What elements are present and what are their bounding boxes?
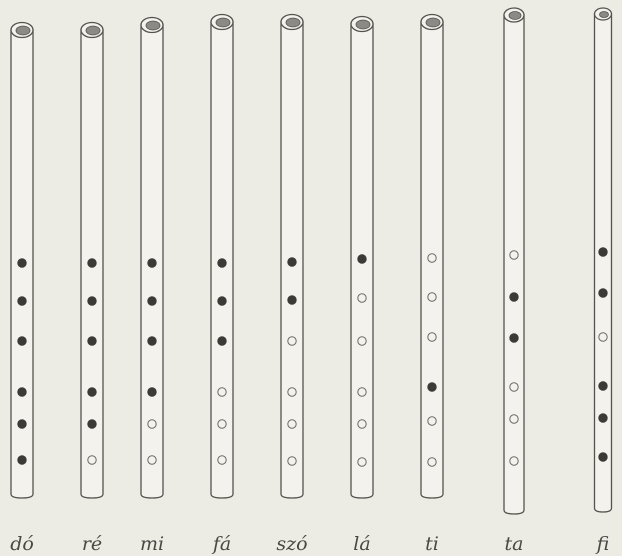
- open-hole: [288, 457, 296, 465]
- closed-hole: [148, 388, 157, 397]
- note-label: ré: [82, 533, 102, 555]
- closed-hole: [218, 259, 227, 268]
- pipe-3: mi: [140, 18, 164, 556]
- pipe-4: fá: [211, 15, 233, 556]
- closed-hole: [599, 382, 608, 391]
- closed-hole: [148, 337, 157, 346]
- closed-hole: [148, 259, 157, 268]
- pipe-bore: [600, 12, 609, 18]
- open-hole: [358, 388, 366, 396]
- pipe-bore: [86, 26, 100, 35]
- open-hole: [510, 383, 518, 391]
- closed-hole: [18, 297, 27, 306]
- open-hole: [599, 333, 607, 341]
- closed-hole: [18, 456, 27, 465]
- open-hole: [218, 388, 226, 396]
- closed-hole: [88, 297, 97, 306]
- open-hole: [358, 458, 366, 466]
- pipe-bore: [426, 18, 440, 27]
- open-hole: [428, 293, 436, 301]
- closed-hole: [18, 337, 27, 346]
- open-hole: [428, 458, 436, 466]
- pipe-bore: [146, 21, 160, 30]
- pipe-bore: [356, 20, 370, 29]
- open-hole: [218, 456, 226, 464]
- open-hole: [510, 457, 518, 465]
- closed-hole: [510, 334, 519, 343]
- closed-hole: [88, 337, 97, 346]
- closed-hole: [18, 259, 27, 268]
- open-hole: [428, 417, 436, 425]
- pipe-1: dó: [10, 23, 34, 556]
- pipe-bore: [216, 18, 230, 27]
- note-label: ti: [425, 533, 439, 555]
- pipe-bore: [509, 12, 521, 20]
- pipe-2: ré: [81, 23, 103, 556]
- closed-hole: [358, 255, 367, 264]
- note-label: fi: [595, 533, 610, 555]
- closed-hole: [18, 420, 27, 429]
- note-label: fá: [211, 533, 231, 555]
- note-label: ta: [505, 533, 524, 555]
- open-hole: [510, 251, 518, 259]
- closed-hole: [18, 388, 27, 397]
- open-hole: [288, 420, 296, 428]
- closed-hole: [288, 258, 297, 267]
- note-label: szó: [276, 533, 307, 555]
- pipe-9: fi: [595, 8, 612, 555]
- open-hole: [358, 420, 366, 428]
- pipe-bore: [286, 18, 300, 27]
- closed-hole: [88, 388, 97, 397]
- open-hole: [428, 254, 436, 262]
- closed-hole: [599, 453, 608, 462]
- open-hole: [288, 337, 296, 345]
- pipe-5: szó: [276, 15, 307, 556]
- closed-hole: [218, 297, 227, 306]
- closed-hole: [428, 383, 437, 392]
- pipe-6: lá: [351, 17, 373, 556]
- closed-hole: [510, 293, 519, 302]
- closed-hole: [599, 248, 608, 257]
- pipe-body: [595, 14, 612, 512]
- open-hole: [358, 337, 366, 345]
- open-hole: [288, 388, 296, 396]
- open-hole: [358, 294, 366, 302]
- closed-hole: [599, 414, 608, 423]
- pipe-bore: [16, 26, 30, 35]
- closed-hole: [88, 420, 97, 429]
- note-label: lá: [353, 533, 370, 555]
- note-label: dó: [10, 533, 34, 555]
- note-label: mi: [140, 533, 164, 555]
- open-hole: [428, 333, 436, 341]
- open-hole: [218, 420, 226, 428]
- open-hole: [510, 415, 518, 423]
- open-hole: [88, 456, 96, 464]
- pipe-8: ta: [504, 8, 524, 555]
- closed-hole: [599, 289, 608, 298]
- closed-hole: [288, 296, 297, 305]
- open-hole: [148, 420, 156, 428]
- pipe-body: [504, 15, 524, 514]
- closed-hole: [218, 337, 227, 346]
- open-hole: [148, 456, 156, 464]
- closed-hole: [88, 259, 97, 268]
- closed-hole: [148, 297, 157, 306]
- pipe-7: ti: [421, 15, 443, 556]
